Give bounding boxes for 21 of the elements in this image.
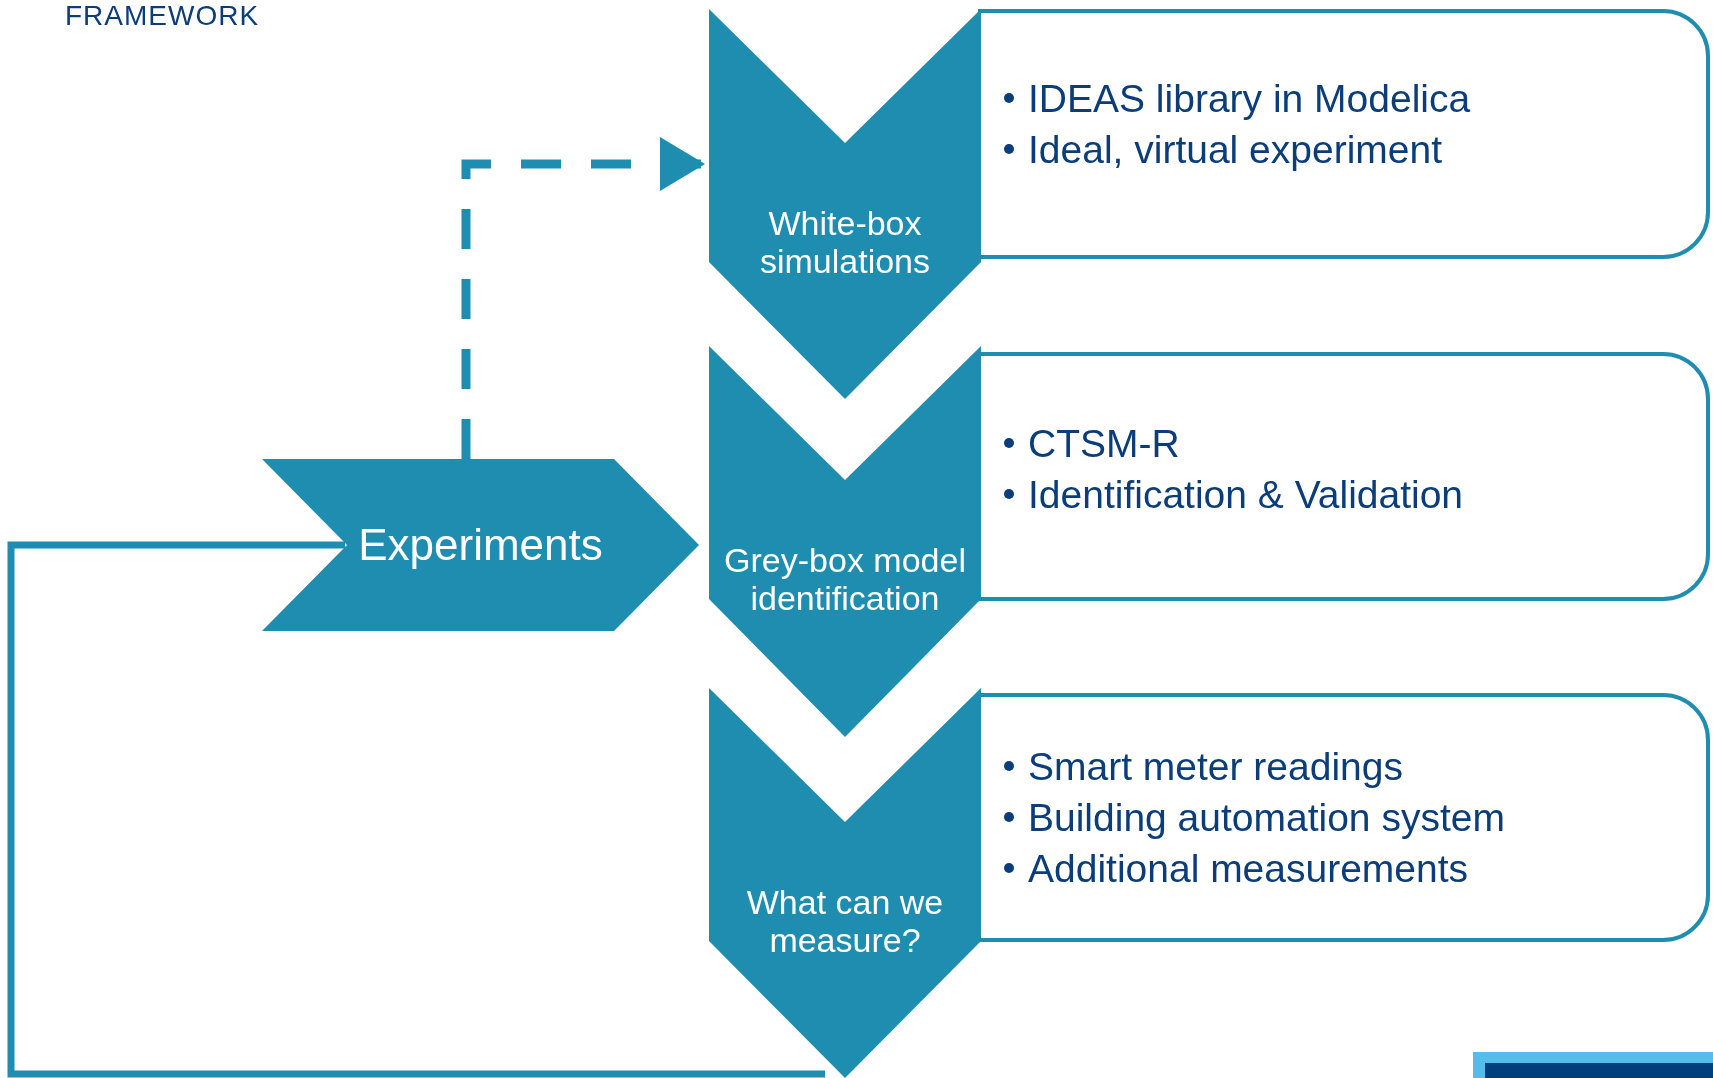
arrow-shape xyxy=(262,459,699,631)
bullet-text: IDEAS library in Modelica xyxy=(1028,77,1471,120)
step-label: White-box simulations xyxy=(758,204,932,280)
connector-line xyxy=(7,541,825,1078)
chevron-shape xyxy=(709,9,981,399)
bullet-text: Additional measurements xyxy=(1028,847,1469,890)
chevron-shape xyxy=(709,346,981,737)
bullet-text: Ideal, virtual experiment xyxy=(1028,128,1443,171)
chevron-shape xyxy=(709,688,981,1078)
step-label: What can we measure? xyxy=(745,883,945,959)
step-label: Experiments xyxy=(357,520,604,570)
info-panel xyxy=(978,693,1710,942)
info-panel xyxy=(978,352,1710,601)
diagram-title: FRAMEWORK xyxy=(65,0,260,32)
bullet-text: CTSM-R xyxy=(1028,421,1180,465)
step-label: Grey-box model identification xyxy=(723,541,967,617)
dashed-arrow xyxy=(461,137,705,459)
bullet-text: Identification & Validation xyxy=(1028,472,1464,516)
bullet-text: Smart meter readings xyxy=(1028,745,1403,788)
bullet-text: Building automation system xyxy=(1028,796,1505,839)
info-panel xyxy=(978,9,1710,259)
